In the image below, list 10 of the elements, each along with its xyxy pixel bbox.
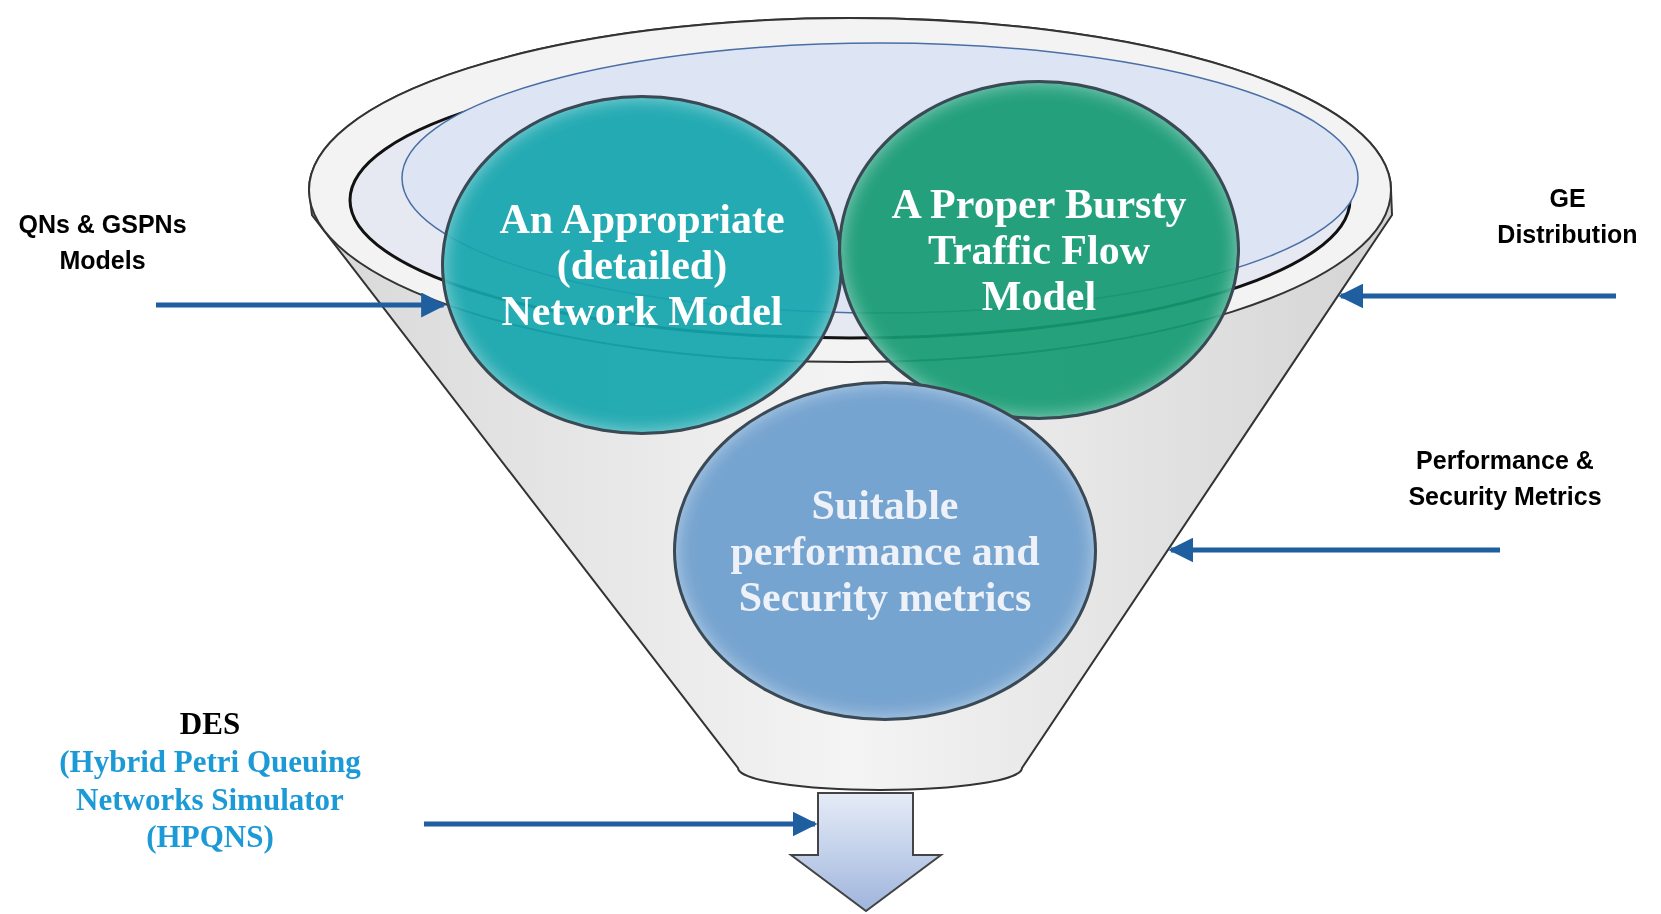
arrow <box>1168 537 1500 563</box>
input-label: QNs & GSPNs Models <box>10 206 195 279</box>
tool-heading: DES <box>178 705 242 743</box>
tool-description: (Hybrid Petri Queuing Networks Simulator (HPQNS) <box>58 742 362 857</box>
arrow <box>424 811 818 837</box>
input-label: GE Distribution <box>1480 180 1655 253</box>
down-block-arrow <box>790 792 942 912</box>
arrow <box>1338 283 1616 309</box>
arrow <box>156 292 447 318</box>
input-label: Performance & Security Metrics <box>1380 442 1630 515</box>
